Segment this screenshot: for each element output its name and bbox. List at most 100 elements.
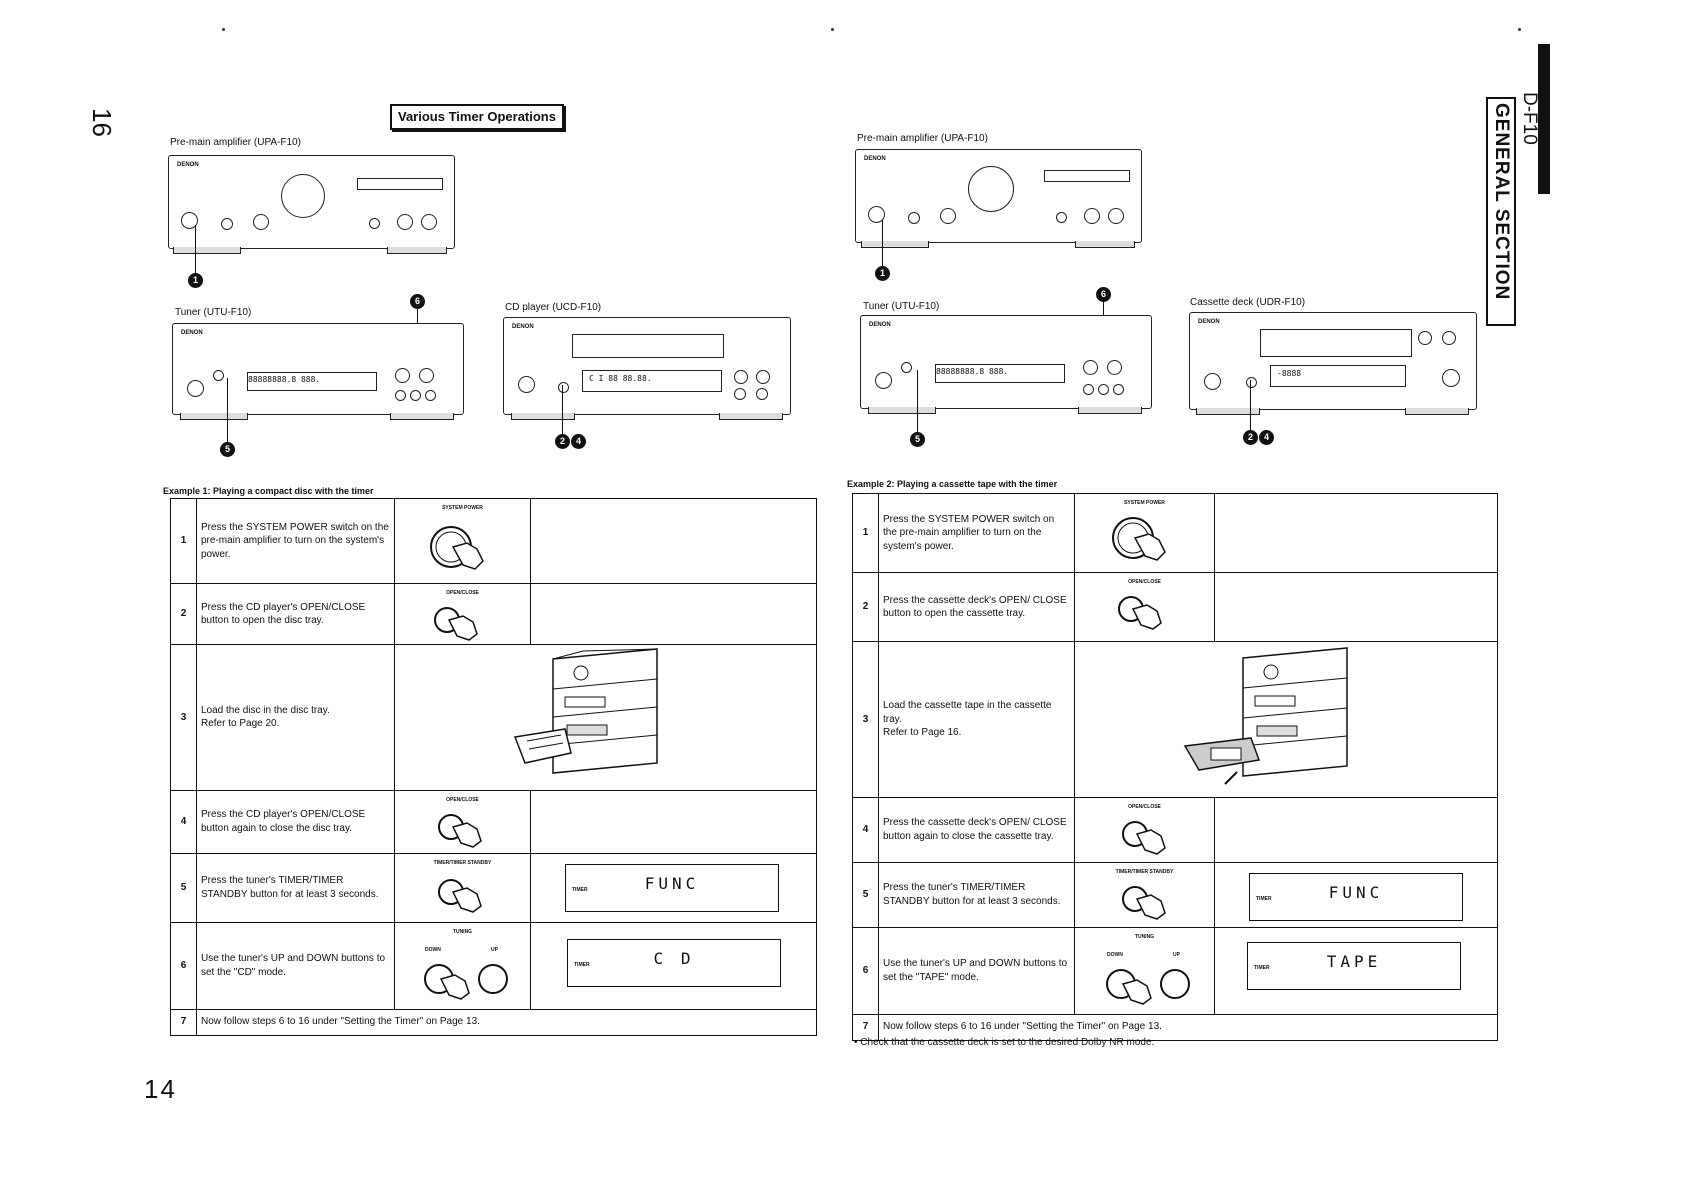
lcd-text: FUNC — [1328, 882, 1384, 902]
button-label: TUNING — [1134, 933, 1155, 940]
step-number: 6 — [852, 926, 879, 1015]
device-foot — [180, 413, 248, 420]
tuner-display: 88888888.8 888. — [935, 364, 1065, 383]
small-knob — [253, 214, 269, 230]
lcd-text: C D — [653, 948, 695, 968]
step-illustration: TUNING DOWN UP — [1074, 926, 1215, 1015]
lcd-indicator: TIMER — [574, 961, 590, 968]
callout-4: 4 — [1259, 430, 1274, 445]
lcd-display: C D TIMER — [567, 938, 781, 987]
table-row: 1 Press the SYSTEM POWER switch on the p… — [852, 493, 1498, 573]
step-result — [530, 583, 817, 645]
input-selector-strip — [357, 178, 443, 190]
step-illustration — [1074, 641, 1498, 798]
power-knob — [875, 372, 892, 389]
brand-logo: DENON — [864, 156, 886, 162]
step-illustration: OPEN/CLOSE — [1074, 796, 1215, 863]
hand-press-button-icon — [1118, 596, 1162, 630]
step-number: 3 — [170, 644, 197, 791]
step-text: Now follow steps 6 to 16 under "Setting … — [878, 1013, 1498, 1041]
scan-speck — [1518, 28, 1521, 31]
step-result — [530, 789, 817, 854]
small-knob — [397, 214, 413, 230]
step-illustration: SYSTEM POWER — [394, 498, 531, 584]
lcd-display: FUNC TIMER — [1249, 872, 1463, 921]
cd-player: DENON C I 88 88.88. — [503, 317, 791, 415]
step-text: Use the tuner's UP and DOWN buttons to s… — [196, 921, 395, 1010]
step-illustration: TUNING DOWN UP — [394, 921, 531, 1010]
scan-speck — [222, 28, 225, 31]
callout-line — [882, 220, 883, 268]
tuner-display: 88888888.8 888. — [247, 372, 377, 391]
step-text: Press the CD player's OPEN/CLOSE button … — [196, 583, 395, 645]
step-text: Press the SYSTEM POWER switch on the pre… — [196, 498, 395, 584]
small-knob — [221, 218, 233, 230]
table-row: 6 Use the tuner's UP and DOWN buttons to… — [170, 921, 817, 1010]
button-label: TIMER/TIMER STANDBY — [1115, 868, 1174, 875]
small-knob — [369, 218, 380, 229]
device-foot — [1196, 408, 1260, 415]
small-knob — [1098, 384, 1109, 395]
callout-2: 2 — [555, 434, 570, 449]
step-illustration: OPEN/CLOSE — [1074, 572, 1215, 642]
table-row: 7 Now follow steps 6 to 16 under "Settin… — [170, 1008, 817, 1036]
callout-1: 1 — [875, 266, 890, 281]
example-1-table: 1 Press the SYSTEM POWER switch on the p… — [170, 498, 817, 1036]
premain-amplifier-right: DENON — [855, 149, 1142, 243]
input-selector-strip — [1044, 170, 1130, 182]
lcd-display: TAPE TIMER — [1247, 941, 1461, 990]
small-knob — [1056, 212, 1067, 223]
hand-press-up-down-icon — [1106, 968, 1190, 1005]
button-label: TUNING — [452, 928, 473, 935]
small-knob — [410, 390, 421, 401]
device-foot — [1078, 407, 1142, 414]
brand-logo: DENON — [869, 322, 891, 328]
premain-amplifier-left: DENON — [168, 155, 455, 249]
step-result: TAPE TIMER — [1214, 926, 1498, 1015]
device-foot — [387, 247, 447, 254]
step-illustration: OPEN/CLOSE — [394, 789, 531, 854]
table-row: 3 Load the disc in the disc tray. Refer … — [170, 644, 817, 791]
step-number: 7 — [170, 1008, 197, 1036]
model-label: D-F10 — [1519, 92, 1540, 145]
small-knob — [1084, 208, 1100, 224]
step-result — [1214, 796, 1498, 863]
step-illustration — [394, 644, 817, 791]
device-foot — [868, 407, 936, 414]
step-text: Load the cassette tape in the cassette t… — [878, 641, 1075, 798]
button-label: SYSTEM POWER — [442, 505, 483, 511]
step-illustration: TIMER/TIMER STANDBY — [1074, 861, 1215, 928]
small-knob — [1418, 331, 1432, 345]
volume-knob — [281, 174, 325, 218]
lcd-text: FUNC — [644, 873, 700, 893]
callout-line — [195, 225, 196, 275]
cassette-deck-caption: Cassette deck (UDR-F10) — [1190, 297, 1306, 308]
device-foot — [173, 247, 241, 254]
step-result: FUNC TIMER — [530, 852, 817, 923]
callout-6: 6 — [1096, 287, 1111, 302]
cassette-display: -8888 — [1270, 365, 1406, 387]
example-1-title: Example 1: Playing a compact disc with t… — [163, 486, 374, 496]
step-number: 2 — [170, 583, 197, 645]
table-row: 6 Use the tuner's UP and DOWN buttons to… — [852, 926, 1498, 1015]
brand-logo: DENON — [512, 324, 534, 330]
table-row: 1 Press the SYSTEM POWER switch on the p… — [170, 498, 817, 584]
small-knob — [1108, 208, 1124, 224]
step-text: Now follow steps 6 to 16 under "Setting … — [196, 1008, 817, 1036]
tuner-right: DENON 88888888.8 888. — [860, 315, 1152, 409]
power-knob — [1204, 373, 1221, 390]
section-title: GENERAL SECTION — [1491, 103, 1512, 301]
step-result: C D TIMER — [530, 921, 817, 1010]
button-label: OPEN/CLOSE — [1128, 803, 1161, 810]
up-label: UP — [1173, 951, 1180, 958]
section-tab: GENERAL SECTION — [1486, 97, 1516, 326]
premain-left-caption: Pre-main amplifier (UPA-F10) — [170, 137, 301, 148]
step-text: Load the disc in the disc tray. Refer to… — [196, 644, 395, 791]
hand-press-button-icon — [1122, 820, 1166, 855]
hand-press-button-icon — [434, 607, 478, 641]
hand-press-button-icon — [1122, 885, 1166, 920]
device-foot — [1405, 408, 1469, 415]
step-text: Press the tuner's TIMER/TIMER STANDBY bu… — [878, 861, 1075, 928]
premain-right-caption: Pre-main amplifier (UPA-F10) — [857, 133, 988, 144]
step-number: 1 — [852, 493, 879, 573]
